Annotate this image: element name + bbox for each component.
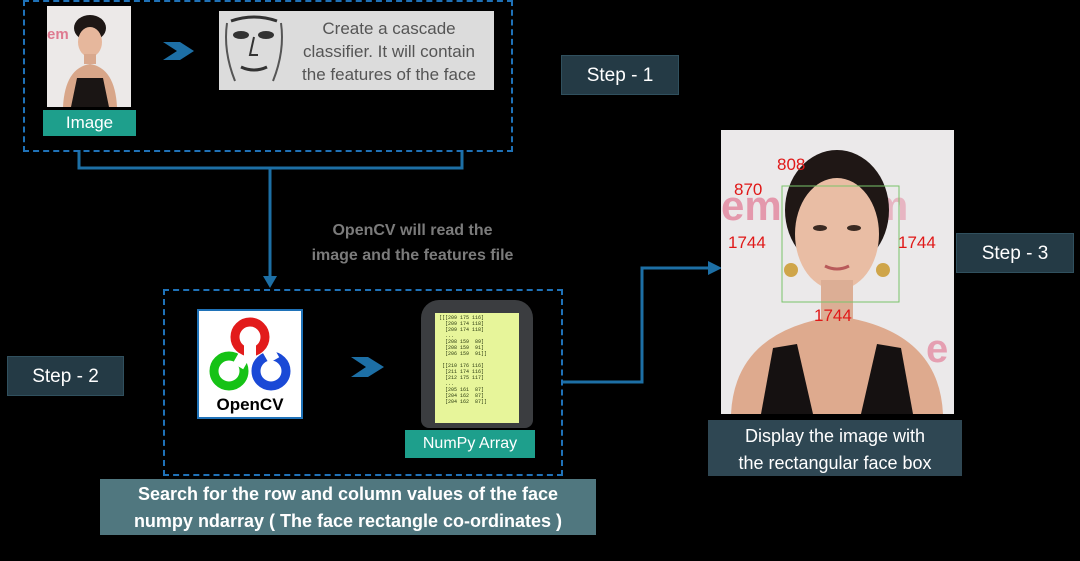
right-connector (563, 266, 710, 384)
step1-label: Step - 1 (561, 55, 679, 95)
connector-note-line: image and the features file (311, 247, 514, 264)
down-arrowhead (263, 276, 277, 288)
step1-box (23, 0, 513, 152)
coord-right: 1744 (898, 233, 936, 252)
cascade-text-line: the features of the face (302, 65, 476, 84)
caption-line: numpy ndarray ( The face rectangle co-or… (133, 511, 563, 531)
cascade-text-line: classifier. It will contain (303, 42, 475, 61)
coord-left: 1744 (728, 233, 766, 252)
caption-line: Search for the row and column values of … (137, 484, 559, 504)
caption-line: Display the image with (744, 426, 926, 446)
step3-caption: Display the image with the rectangular f… (708, 420, 962, 476)
image-label: Image (43, 110, 136, 136)
numpy-label: NumPy Array (405, 430, 535, 458)
numpy-array-screen: [[[209 175 116] [209 174 118] [209 174 1… (435, 313, 519, 423)
step3-label: Step - 3 (956, 233, 1074, 273)
input-image-thumbnail: em (47, 6, 131, 107)
face-rectangle (781, 185, 900, 303)
step1-bracket (77, 150, 464, 170)
svg-text:e: e (926, 327, 948, 371)
connector-note: OpenCV will read the image and the featu… (290, 218, 535, 268)
array-values: [[[209 175 116] [209 174 118] [209 174 1… (439, 315, 488, 405)
cascade-classifier-card: Create a cascade classifier. It will con… (219, 11, 494, 90)
cascade-text-line: Create a cascade (322, 19, 456, 38)
coord-bottom: 1744 (814, 306, 852, 325)
connector-note-line: OpenCV will read the (332, 222, 493, 239)
chevron-right-icon (351, 357, 384, 377)
step2-label: Step - 2 (7, 356, 124, 396)
coord-top: 808 (777, 155, 806, 174)
opencv-logo-tile: OpenCV (197, 309, 303, 419)
chevron-right-icon (163, 42, 194, 60)
svg-text:em: em (47, 26, 69, 43)
step2-box (163, 289, 563, 476)
svg-text:em: em (721, 182, 782, 229)
caption-line: the rectangular face box (738, 453, 932, 473)
right-arrowhead (708, 261, 722, 275)
output-image-with-face-box: em m e (721, 130, 954, 414)
face-features-icon (225, 15, 283, 82)
coord-top-left: 870 (734, 180, 763, 199)
numpy-array-device: [[[209 175 116] [209 174 118] [209 174 1… (421, 300, 533, 428)
step2-caption: Search for the row and column values of … (100, 479, 596, 535)
opencv-logo-icon (209, 317, 291, 391)
opencv-label: OpenCV (216, 395, 284, 414)
